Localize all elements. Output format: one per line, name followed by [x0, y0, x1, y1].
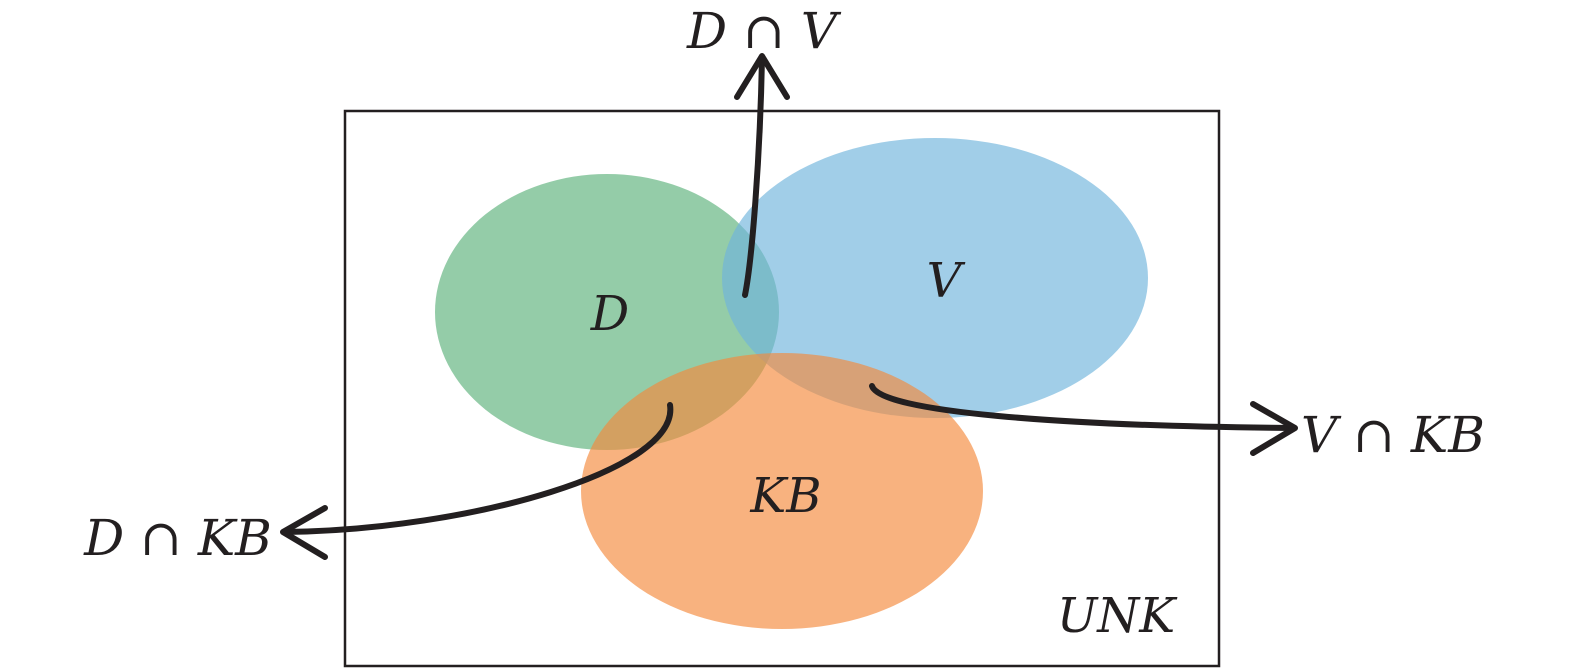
arrowhead-d-and-kb — [280, 505, 328, 560]
arrow-d-and-v — [742, 55, 765, 298]
set-kb — [581, 353, 983, 629]
arrow-d-and-kb — [281, 402, 674, 535]
label-v: V — [927, 253, 966, 309]
label-d-and-kb: D ∩ KB — [83, 509, 272, 567]
arrow-v-and-kb — [869, 383, 1296, 431]
label-d-and-v: D ∩ V — [686, 2, 842, 60]
label-kb: KB — [749, 468, 821, 524]
universe-box — [343, 109, 1221, 668]
label-unk: UNK — [1057, 588, 1178, 644]
label-v-and-kb: V ∩ KB — [1301, 406, 1485, 464]
arrowhead-v-and-kb — [1250, 401, 1298, 456]
arrowhead-d-and-v — [734, 53, 790, 100]
set-v — [722, 138, 1148, 418]
label-d: D — [590, 286, 629, 342]
